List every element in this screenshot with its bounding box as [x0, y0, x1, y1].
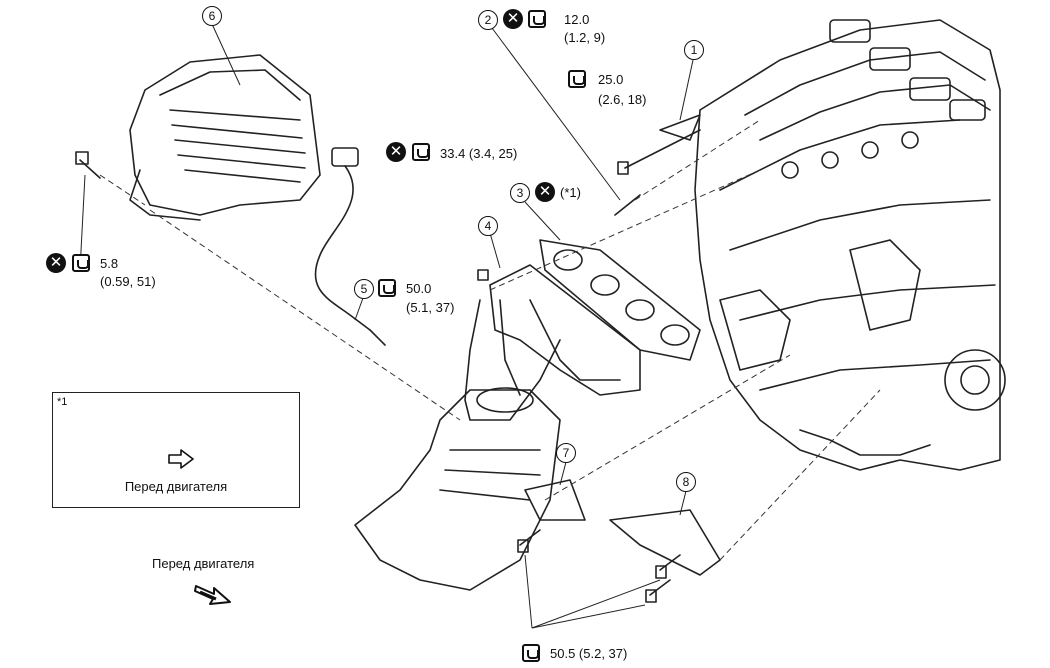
callout-4: 4	[478, 216, 498, 236]
callout-8: 8	[676, 472, 696, 492]
torque-value-2: 12.0	[564, 12, 590, 27]
inset-caption: Перед двигателя	[124, 479, 228, 494]
x-circle-icon: ✕	[386, 142, 406, 162]
callout-1: 1	[684, 40, 704, 60]
torque-detail-shield: (0.59, 51)	[100, 274, 156, 289]
torque-value-bolt: 25.0	[598, 72, 624, 87]
callout-7: 7	[556, 443, 576, 463]
oxygen-sensor	[314, 147, 386, 346]
torque-wrench-icon	[568, 70, 586, 88]
torque-wrench-icon	[528, 10, 546, 28]
x-circle-icon: ✕	[535, 182, 555, 202]
x-circle-icon: ✕	[503, 9, 523, 29]
torque-detail-5: (5.1, 37)	[406, 300, 455, 315]
inset-ref: *1	[57, 396, 68, 408]
exhaust-manifold	[354, 264, 641, 591]
torque-value-nut: 33.4 (3.4, 25)	[440, 146, 518, 161]
front-arrow-icon	[194, 585, 231, 605]
callout-6: 6	[202, 6, 222, 26]
heat-shield	[129, 54, 321, 221]
bracket-7	[524, 479, 586, 521]
torque-wrench-icon	[412, 143, 430, 161]
torque-value-5: 50.0	[406, 281, 432, 296]
engine-block	[694, 19, 1006, 471]
torque-wrench-icon	[522, 644, 540, 662]
torque-value-shield: 5.8	[100, 256, 119, 271]
torque-value-bracket: 50.5 (5.2, 37)	[550, 646, 628, 661]
callout-3: 3	[510, 183, 530, 203]
gasket-inset: *1 Перед двигателя	[52, 392, 300, 508]
front-arrow-icon	[168, 449, 194, 469]
torque-detail-2: (1.2, 9)	[564, 30, 606, 45]
bracket-8	[609, 509, 721, 576]
torque-wrench-icon	[72, 254, 90, 272]
torque-detail-bolt: (2.6, 18)	[598, 92, 647, 107]
x-circle-icon: ✕	[46, 253, 66, 273]
torque-wrench-icon	[378, 279, 396, 297]
callout-2: 2	[478, 10, 498, 30]
callout-5: 5	[354, 279, 374, 299]
gasket-note: (*1)	[560, 185, 581, 200]
manifold-gasket	[539, 239, 701, 361]
front-label: Перед двигателя	[152, 556, 255, 571]
bolts	[75, 114, 701, 603]
